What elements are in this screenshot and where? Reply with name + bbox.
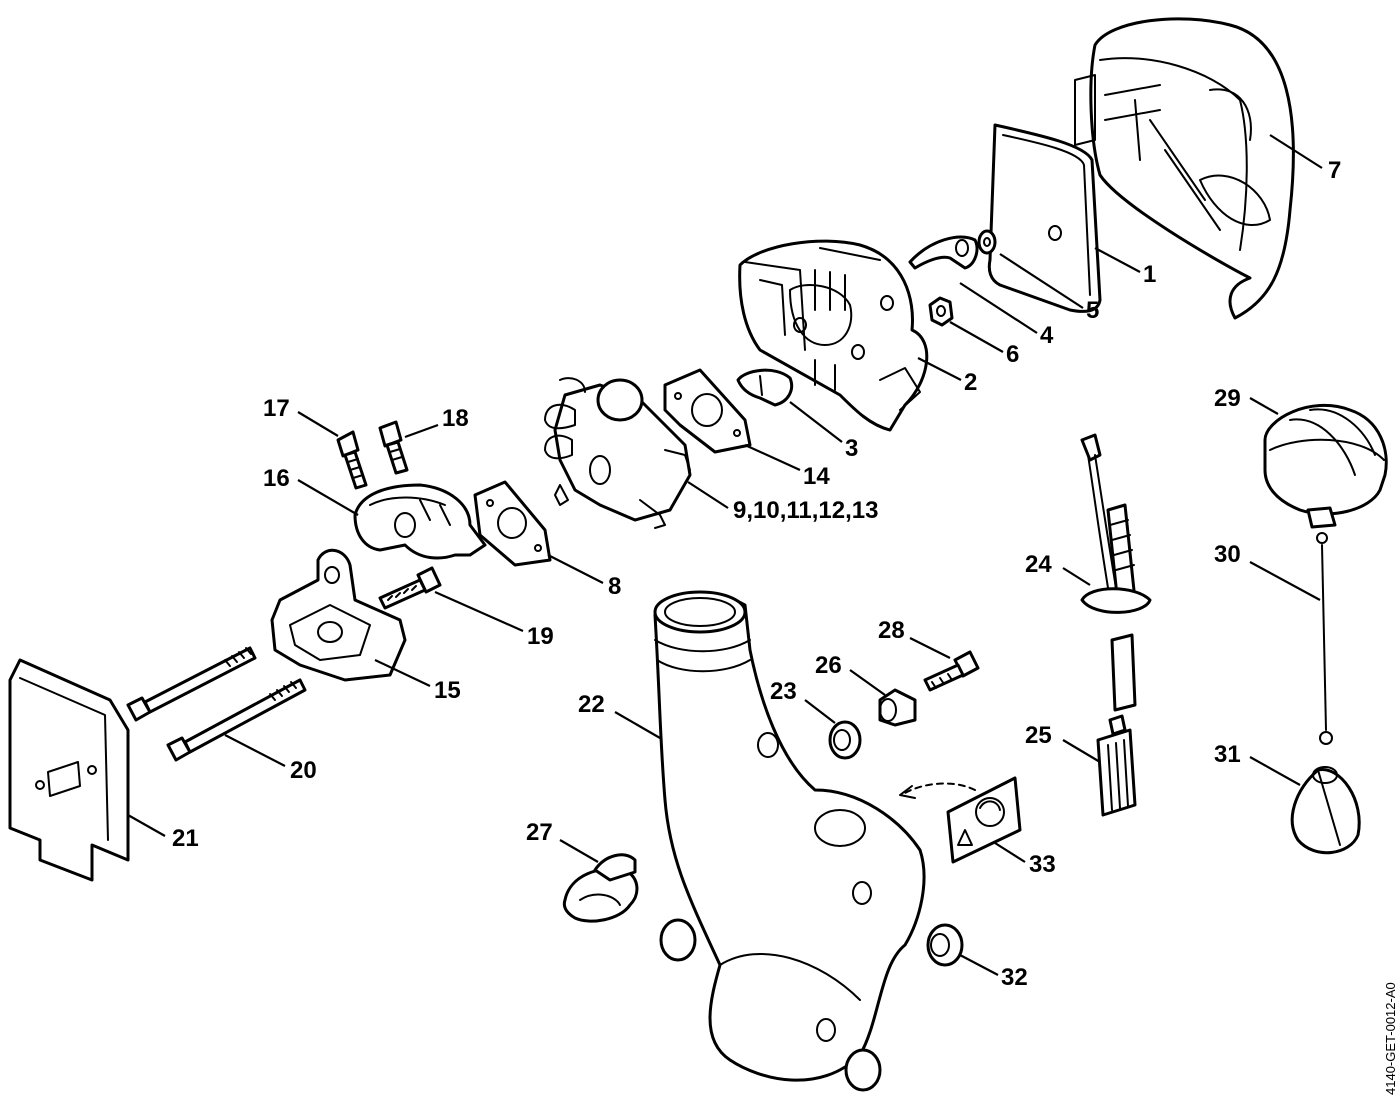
- callout-labels: 7 1 5 4 6 2 3 14 9,10,11,12,13 17 18 16 …: [172, 157, 1341, 991]
- part-33-warning-label: [946, 776, 1022, 864]
- part-4-bracket: [908, 235, 979, 270]
- part-24-fuel-line: [1080, 433, 1152, 712]
- callout-9-13: 9,10,11,12,13: [733, 497, 878, 524]
- callout-18: 18: [442, 405, 469, 432]
- part-21-heat-shield: [8, 658, 130, 882]
- callout-26: 26: [815, 652, 842, 679]
- part-22-tank-housing: [653, 590, 926, 1082]
- part-30-retainer-cord: [1316, 532, 1333, 745]
- callout-21: 21: [172, 825, 199, 852]
- callout-30: 30: [1214, 541, 1241, 568]
- callout-24: 24: [1025, 551, 1052, 578]
- callout-1: 1: [1143, 261, 1156, 288]
- part-14-gasket: [663, 368, 752, 454]
- part-15-intake-flange: [270, 549, 407, 682]
- callout-19: 19: [527, 623, 554, 650]
- part-32-grommets: [659, 918, 964, 1092]
- callout-7: 7: [1328, 157, 1341, 184]
- assembly-arrow: [904, 782, 976, 794]
- part-16-lever-bracket: [353, 483, 487, 560]
- part-28-screw: [923, 650, 980, 692]
- callout-14: 14: [803, 463, 830, 490]
- callout-23: 23: [770, 678, 797, 705]
- part-26-sleeve: [878, 688, 917, 727]
- part-5-washer: [977, 229, 997, 255]
- part-19-screw: [378, 566, 442, 610]
- callout-5: 5: [1086, 297, 1099, 324]
- callout-28: 28: [878, 617, 905, 644]
- callout-6: 6: [1006, 341, 1019, 368]
- assembly-arrowhead: [899, 785, 916, 799]
- callout-29: 29: [1214, 385, 1241, 412]
- part-8-gasket: [473, 480, 552, 567]
- callout-8: 8: [608, 573, 621, 600]
- part-3-choke-clip: [736, 368, 794, 407]
- callout-31: 31: [1214, 741, 1241, 768]
- leader-lines: [127, 134, 1323, 976]
- callout-27: 27: [526, 819, 553, 846]
- callout-16: 16: [263, 465, 290, 492]
- callout-22: 22: [578, 691, 605, 718]
- callout-3: 3: [845, 435, 858, 462]
- callout-2: 2: [964, 369, 977, 396]
- part-18-screw: [378, 420, 409, 475]
- part-23-grommet: [828, 720, 862, 760]
- diagram-code: 4140-GET-0012-A0: [1383, 982, 1398, 1095]
- callout-4: 4: [1040, 322, 1054, 349]
- part-17-screw: [336, 430, 368, 490]
- part-6-nut: [928, 296, 954, 327]
- callout-32: 32: [1001, 964, 1028, 991]
- callout-17: 17: [263, 395, 290, 422]
- callout-25: 25: [1025, 722, 1052, 749]
- callout-33: 33: [1029, 851, 1056, 878]
- callout-15: 15: [434, 677, 461, 704]
- part-2-carburetor-box: [738, 239, 929, 432]
- callout-20: 20: [290, 757, 317, 784]
- part-20-screws: [126, 646, 307, 762]
- part-27-clip: [562, 853, 639, 923]
- part-25-fuel-filter: [1096, 714, 1137, 817]
- part-29-fuel-cap: [1263, 404, 1388, 529]
- part-31-retainer-ring: [1290, 766, 1361, 855]
- part-7-filter-cover: [1074, 17, 1295, 320]
- part-9-13-carburetor: [544, 377, 692, 529]
